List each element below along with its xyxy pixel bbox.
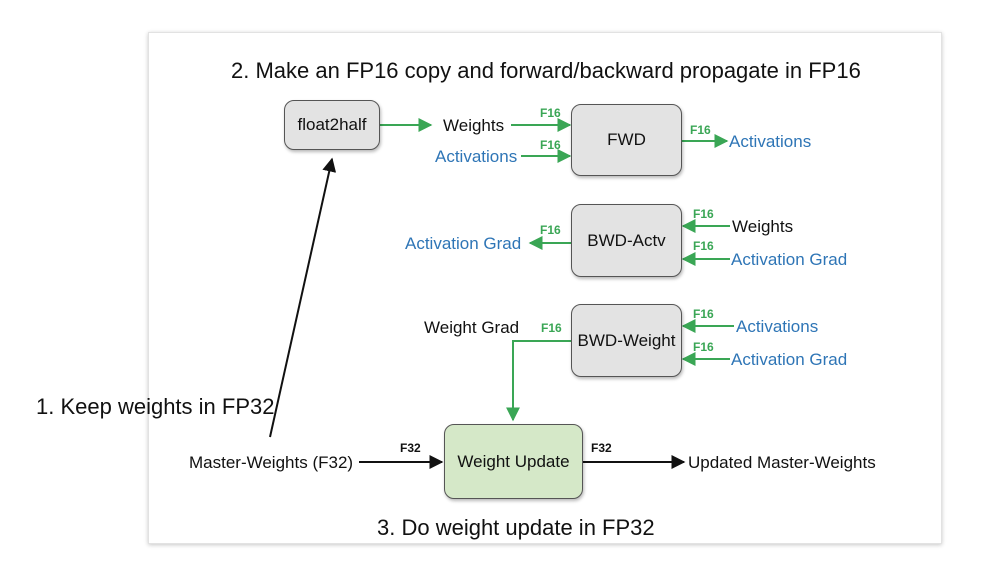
fwd-activations-in-label: Activations [435, 147, 518, 166]
fwd-label: FWD [607, 130, 646, 149]
float2half-node: float2half [284, 100, 380, 150]
bwd-actv-out-f16-tag: F16 [540, 223, 561, 237]
bwd-weight-activations-f16-tag: F16 [693, 307, 714, 321]
float2half-label: float2half [297, 115, 367, 134]
bwd-weight-grad-in-label: Activation Grad [731, 350, 848, 369]
bwd-actv-grad-out-label: Activation Grad [405, 234, 522, 253]
fwd-weights-f16-tag: F16 [540, 106, 561, 120]
bwd-actv-grad-f16-tag: F16 [693, 239, 714, 253]
weight-grad-f16-tag: F16 [541, 321, 562, 335]
weight-grad-to-update-arrow [506, 340, 571, 422]
bwd-weight-activations-label: Activations [736, 317, 819, 336]
fwd-node: FWD [571, 104, 682, 176]
fp16-step-heading: 2. Make an FP16 copy and forward/backwar… [231, 58, 861, 83]
bwd-weight-grad-f16-tag: F16 [693, 340, 714, 354]
fwd-activations-f16-tag: F16 [540, 138, 561, 152]
bwd-weight-node: BWD-Weight [571, 304, 682, 377]
fwd-activations-out-label: Activations [729, 132, 812, 151]
weight-update-node: Weight Update [444, 424, 583, 499]
bwd-actv-label: BWD-Actv [587, 230, 666, 250]
fp32-keep-heading: 1. Keep weights in FP32 [36, 394, 275, 419]
master-f32-tag: F32 [400, 441, 421, 455]
weight-grad-label: Weight Grad [424, 318, 520, 337]
master-to-float2half-arrow [269, 157, 337, 438]
bwd-actv-grad-in-label: Activation Grad [731, 250, 848, 269]
updated-master-weights-label: Updated Master-Weights [688, 453, 876, 472]
bwd-weight-label: BWD-Weight [577, 330, 676, 350]
bwd-actv-weights-f16-tag: F16 [693, 207, 714, 221]
fwd-out-f16-tag: F16 [690, 123, 711, 137]
updated-f32-tag: F32 [591, 441, 612, 455]
fwd-weights-label: Weights [443, 116, 505, 135]
update-step-heading: 3. Do weight update in FP32 [377, 515, 655, 540]
bwd-actv-weights-label: Weights [732, 217, 794, 236]
weight-update-label: Weight Update [457, 451, 570, 471]
bwd-actv-node: BWD-Actv [571, 204, 682, 277]
master-weights-label: Master-Weights (F32) [189, 453, 354, 472]
